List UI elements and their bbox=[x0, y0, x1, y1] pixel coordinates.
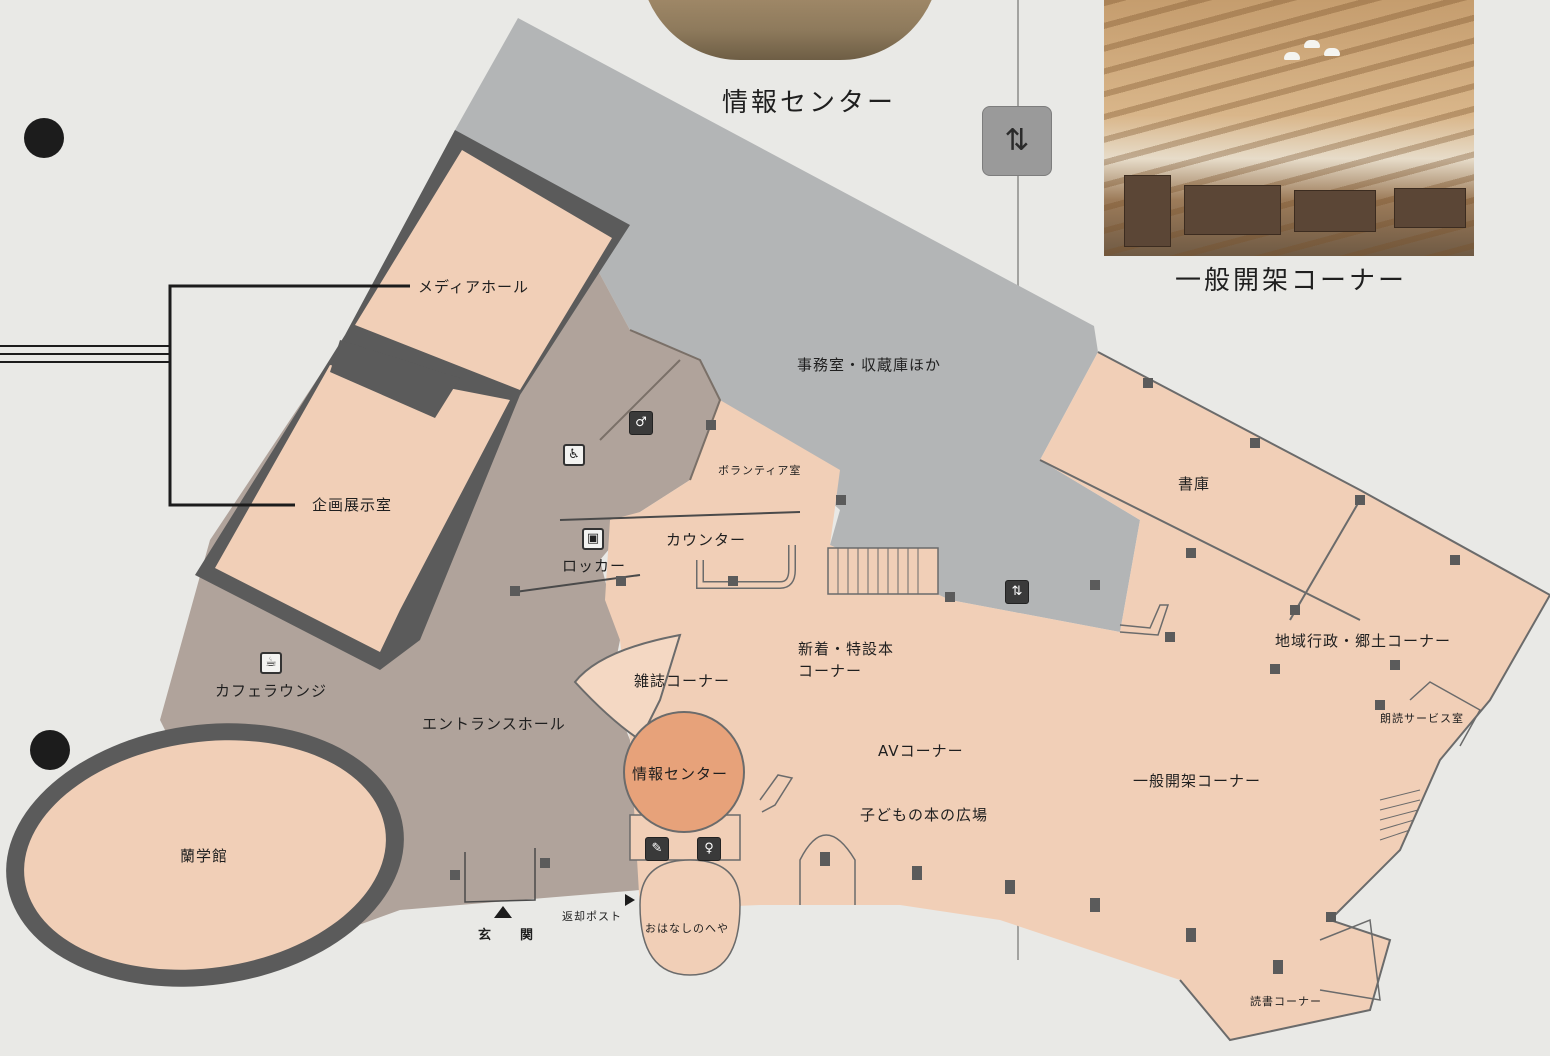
new-books-label-2[interactable]: コーナー bbox=[798, 662, 863, 680]
exhibition-room-label[interactable]: 企画展示室 bbox=[312, 496, 393, 514]
public-area-wall bbox=[1097, 351, 1550, 1042]
magazine-corner-label[interactable]: 雑誌コーナー bbox=[634, 672, 731, 690]
story-room-label[interactable]: おはなしのへや bbox=[645, 922, 729, 935]
corridor-wall bbox=[629, 329, 722, 481]
partition bbox=[330, 340, 460, 418]
reading-service-room-label[interactable]: 朗読サービス室 bbox=[1380, 712, 1464, 725]
rangaku-hall-label[interactable]: 蘭学館 bbox=[180, 847, 229, 865]
counter-label[interactable]: カウンター bbox=[666, 531, 747, 549]
restroom-icon[interactable]: ♀ bbox=[697, 837, 721, 861]
reading-area bbox=[605, 352, 1550, 1040]
stack-room-label[interactable]: 書庫 bbox=[1178, 475, 1211, 493]
counter-wall bbox=[559, 511, 801, 521]
cafe-lounge-label[interactable]: カフェラウンジ bbox=[215, 682, 328, 700]
rangaku-hall-area bbox=[24, 740, 386, 970]
corridor-wall-2 bbox=[599, 359, 681, 441]
info-center-area bbox=[623, 711, 745, 833]
elevator-icon[interactable]: ⇅ bbox=[982, 106, 1052, 176]
locker-icon[interactable]: ▣ bbox=[582, 528, 604, 550]
entrance-arrow-icon bbox=[494, 906, 512, 918]
volunteer-room-label[interactable]: ボランティア室 bbox=[718, 464, 802, 477]
children-plaza-label[interactable]: 子どもの本の広場 bbox=[860, 806, 989, 824]
cafe-icon[interactable]: ☕ bbox=[260, 652, 282, 674]
new-books-label-1[interactable]: 新着・特設本 bbox=[798, 640, 895, 658]
entrance-hall-label[interactable]: エントランスホール bbox=[422, 715, 566, 733]
entrance-label[interactable]: 玄 関 bbox=[478, 928, 542, 943]
media-hall-label[interactable]: メディアホール bbox=[418, 278, 529, 296]
general-stacks-label[interactable]: 一般開架コーナー bbox=[1133, 772, 1262, 790]
return-post-label[interactable]: 返却ポスト bbox=[562, 910, 622, 923]
stack-wall-2 bbox=[1289, 499, 1361, 621]
columns bbox=[450, 378, 1460, 974]
legend-connector bbox=[0, 284, 410, 507]
reading-corner-label[interactable]: 読書コーナー bbox=[1250, 995, 1322, 1008]
wheelchair-icon[interactable]: ♿ bbox=[563, 444, 585, 466]
info-center-label[interactable]: 情報センター bbox=[632, 765, 729, 783]
restroom-icon[interactable]: ♂ bbox=[629, 411, 653, 435]
reading-service-room-wall bbox=[1409, 681, 1482, 747]
reading-corner-wall bbox=[1319, 918, 1381, 1001]
children-arch bbox=[799, 834, 856, 905]
story-room-area bbox=[639, 859, 741, 976]
local-corner-label[interactable]: 地域行政・郷土コーナー bbox=[1275, 632, 1452, 650]
exhibition-room-area bbox=[215, 365, 510, 652]
media-hall-area bbox=[355, 150, 612, 390]
elevator-icon[interactable]: ⇅ bbox=[1005, 580, 1029, 604]
magazine-corner-area bbox=[573, 633, 682, 742]
marker-dot bbox=[24, 118, 64, 158]
stair-steps bbox=[837, 548, 919, 594]
return-post-arrow-icon bbox=[625, 894, 635, 906]
staircase bbox=[827, 547, 939, 595]
locker-label[interactable]: ロッカー bbox=[562, 557, 627, 575]
staff-area bbox=[455, 18, 1140, 632]
office-storage-label: 事務室・収蔵庫ほか bbox=[797, 356, 942, 374]
counter-desk-inner bbox=[697, 545, 795, 588]
fixture bbox=[1119, 604, 1170, 636]
side-stair bbox=[1379, 789, 1421, 841]
photo-top-caption: 情報センター bbox=[722, 88, 897, 118]
entrance-door bbox=[464, 848, 536, 903]
general-stacks-photo bbox=[1104, 0, 1474, 256]
fixture-2 bbox=[759, 774, 794, 813]
av-corner-label[interactable]: AVコーナー bbox=[878, 742, 964, 760]
photo-right-caption: 一般開架コーナー bbox=[1175, 266, 1408, 296]
baby-care-icon[interactable]: ✎ bbox=[645, 837, 669, 861]
marker-dot bbox=[30, 730, 70, 770]
